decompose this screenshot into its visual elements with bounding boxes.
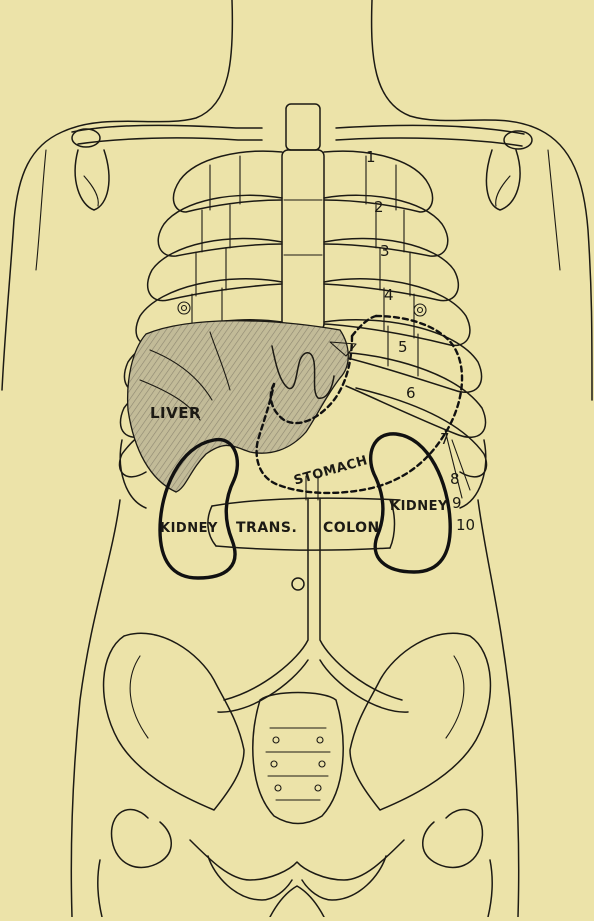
rib-number-1: 1 — [366, 148, 376, 166]
trans-label: TRANS. — [236, 520, 297, 536]
rib-number-7: 7 — [440, 430, 450, 448]
kidney-left-label: KIDNEY — [160, 521, 218, 536]
kidney-right-label: KIDNEY — [390, 499, 448, 514]
rib-number-4: 4 — [384, 286, 394, 304]
rib-number-2: 2 — [374, 198, 384, 216]
clavicles — [72, 125, 532, 210]
rib-number-5: 5 — [398, 338, 408, 356]
colon-label: COLON — [323, 520, 380, 536]
hips — [98, 809, 492, 917]
pelvis — [104, 633, 491, 823]
liver-label: LIVER — [150, 404, 201, 422]
ribs-right — [324, 151, 487, 508]
rib-number-10: 10 — [456, 516, 475, 534]
rib-number-3: 3 — [380, 242, 390, 260]
rib-number-8: 8 — [450, 470, 460, 488]
sternum — [282, 104, 324, 342]
rib-number-6: 6 — [406, 384, 416, 402]
rib-number-9: 9 — [452, 494, 462, 512]
nipples — [178, 302, 426, 316]
rib-numbers: 1 2 3 4 5 6 7 8 9 10 — [366, 148, 475, 534]
stomach-label: STOMACH — [292, 453, 369, 488]
